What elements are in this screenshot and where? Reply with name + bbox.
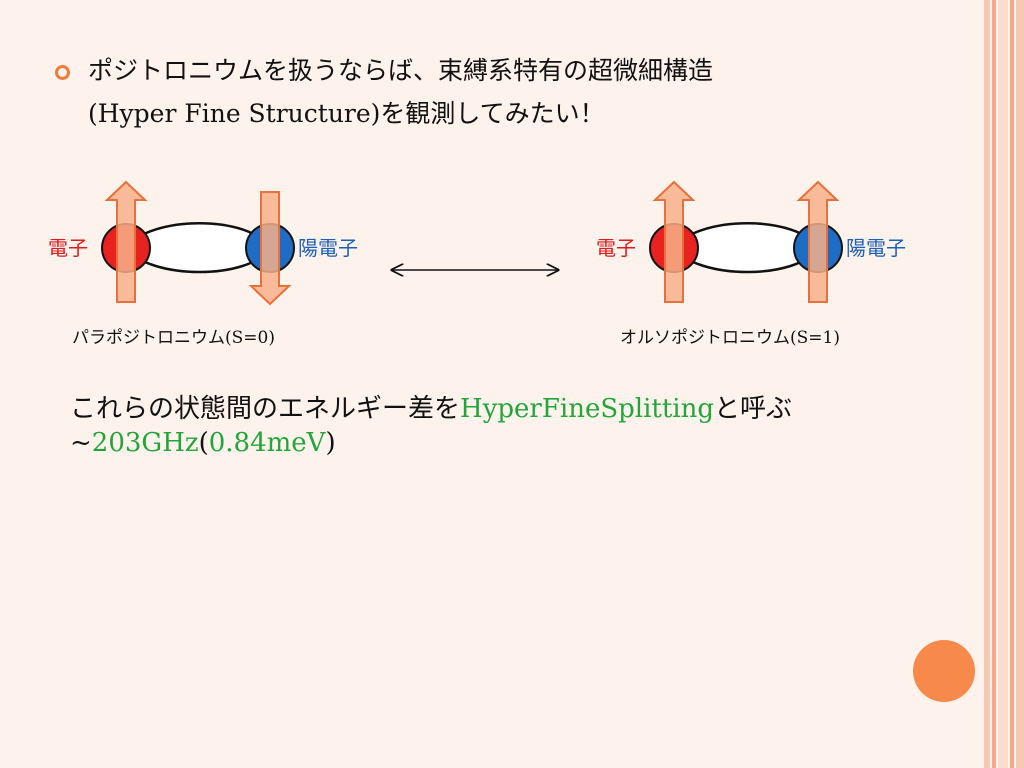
electron-label-left: 電子	[48, 236, 88, 260]
hfs-definition-line: これらの状態間のエネルギー差をHyperFineSplittingと呼ぶ	[70, 388, 792, 425]
tilde: ~	[70, 428, 92, 458]
hfs-prefix: これらの状態間のエネルギー差を	[70, 394, 461, 424]
positron-label-right: 陽電子	[846, 236, 906, 260]
electron-label-right: 電子	[596, 236, 636, 260]
energy-value: 0.84meV	[208, 428, 326, 458]
bullet-text-line-2: (Hyper Fine Structure)を観測してみたい！	[88, 99, 605, 128]
paren-open: (	[198, 428, 209, 458]
decorative-orange-circle	[913, 640, 975, 702]
bullet-text-line-1: ポジトロニウムを扱うならば、束縛系特有の超微細構造	[88, 56, 714, 85]
paren-close: )	[325, 428, 336, 458]
hfs-value-line: ~203GHz(0.84meV)	[70, 428, 336, 458]
ortho-state-label: オルソポジトロニウム(S=1)	[620, 328, 840, 348]
positronium-diagram: 電子 陽電子 電子 陽電子 パラポジトロニウム(S=0) オルソポジトロニウム(…	[0, 170, 980, 370]
side-stripes-decoration	[984, 0, 1024, 768]
positron-spin-up-arrow	[796, 180, 840, 303]
positron-spin-down-arrow	[248, 191, 292, 306]
electron-spin-up-arrow	[104, 180, 148, 303]
positron-label-left: 陽電子	[298, 236, 358, 260]
frequency-value: 203GHz	[91, 428, 199, 458]
bullet-circle-icon	[55, 65, 70, 80]
ortho-positronium	[649, 180, 843, 303]
positronium-diagram-svg	[101, 180, 843, 306]
para-state-label: パラポジトロニウム(S=0)	[72, 328, 275, 348]
hfs-suffix: と呼ぶ	[714, 394, 793, 424]
para-positronium	[101, 180, 295, 306]
electron-spin-up-arrow	[652, 180, 696, 303]
hfs-term: HyperFineSplitting	[460, 394, 715, 424]
